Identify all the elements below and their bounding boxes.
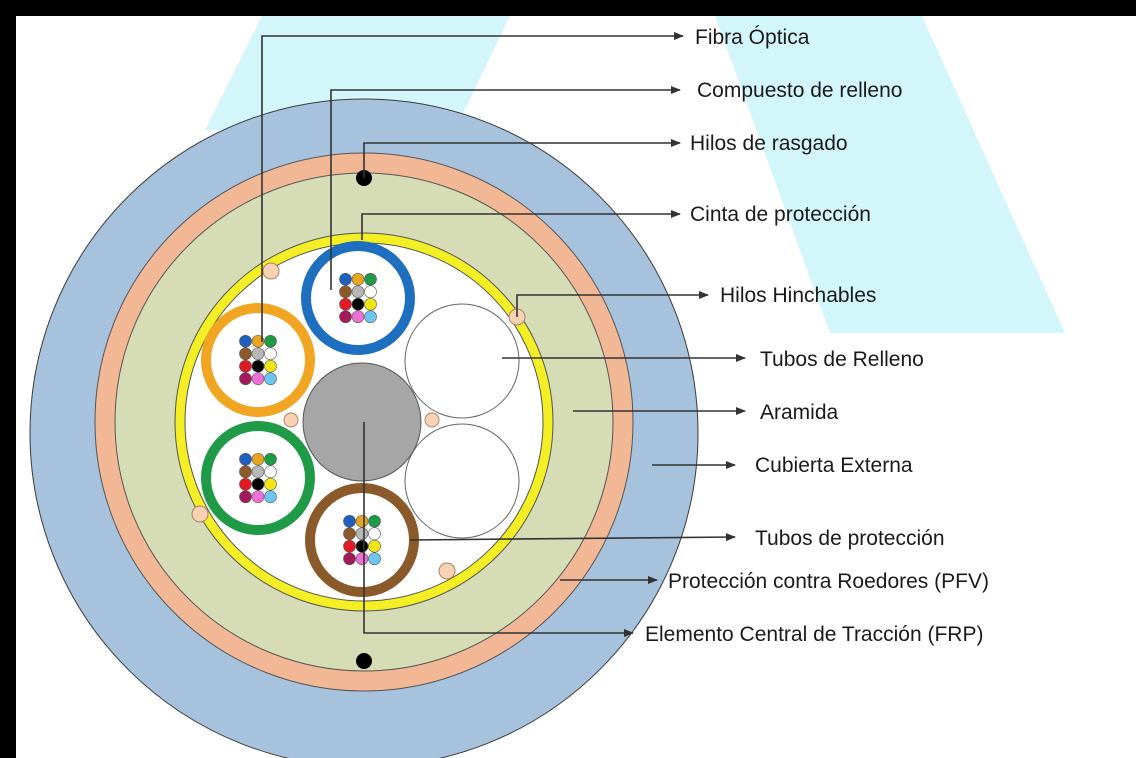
optical-fiber [264, 477, 277, 491]
leader-hilos-hinchables [516, 291, 709, 317]
optical-fiber [364, 285, 377, 299]
optical-fiber [339, 285, 352, 299]
label-elemento-central: Elemento Central de Tracción (FRP) [645, 623, 983, 646]
optical-fiber [264, 347, 277, 361]
optical-fiber [264, 452, 277, 466]
label-tubos-relleno: Tubos de Relleno [760, 348, 924, 371]
optical-fiber [239, 477, 252, 491]
optical-fiber [264, 372, 277, 386]
optical-fiber [343, 552, 356, 566]
optical-fiber [251, 490, 265, 504]
optical-fiber [368, 514, 381, 528]
swellable-yarn-5 [191, 505, 209, 523]
optical-fiber [239, 490, 252, 504]
loose-tube-blue [301, 241, 415, 355]
optical-fiber [339, 310, 352, 324]
leader-tubos-proteccion [409, 533, 736, 542]
background-band-right [715, 16, 1065, 333]
optical-fiber [351, 310, 365, 324]
leader-hilos-rasgado [363, 139, 681, 178]
optical-fiber [355, 539, 369, 553]
optical-fiber [351, 272, 365, 286]
frame-top [0, 0, 1136, 16]
filler-tube-2 [404, 423, 520, 539]
optical-fiber [239, 452, 252, 466]
optical-fiber [368, 552, 381, 566]
loose-tube-brown [305, 483, 419, 597]
optical-fiber [251, 477, 265, 491]
ripcord-bottom [356, 653, 372, 669]
optical-fiber [343, 539, 356, 553]
optical-fiber [343, 527, 356, 541]
label-cubierta-externa: Cubierta Externa [755, 454, 913, 477]
optical-fiber [364, 272, 377, 286]
label-tubos-proteccion: Tubos de protección [755, 527, 945, 550]
optical-fiber [364, 297, 377, 311]
optical-fiber [239, 347, 252, 361]
label-proteccion-roedores: Protección contra Roedores (PFV) [668, 570, 989, 593]
label-fibra-optica: Fibra Óptica [695, 26, 810, 49]
optical-fiber [264, 465, 277, 479]
optical-fiber [343, 514, 356, 528]
loose-tube-green [201, 421, 315, 535]
optical-fiber [339, 297, 352, 311]
optical-fiber [264, 490, 277, 504]
optical-fiber [251, 465, 265, 479]
optical-fiber [251, 452, 265, 466]
optical-fiber [339, 272, 352, 286]
filler-tube-1 [404, 303, 520, 419]
swellable-yarn-4 [424, 412, 440, 428]
optical-fiber [251, 334, 265, 348]
optical-fiber [355, 552, 369, 566]
optical-fiber [264, 359, 277, 373]
swellable-yarn-3 [283, 412, 299, 428]
label-aramida: Aramida [760, 401, 839, 424]
label-hilos-rasgado: Hilos de rasgado [690, 132, 848, 155]
background-band-left [205, 16, 510, 130]
fiber-bundle-blue [339, 272, 377, 324]
optical-fiber [239, 359, 252, 373]
fiber-bundle-orange [239, 334, 277, 386]
optical-fiber [355, 514, 369, 528]
optical-fiber [351, 285, 365, 299]
optical-fiber [239, 465, 252, 479]
optical-fiber [355, 527, 369, 541]
fiber-bundle-green [239, 452, 277, 504]
optical-fiber [251, 359, 265, 373]
frame-left [0, 0, 16, 758]
label-hilos-hinchables: Hilos Hinchables [720, 284, 876, 307]
optical-fiber [251, 347, 265, 361]
label-compuesto-relleno: Compuesto de relleno [697, 79, 902, 102]
optical-fiber [264, 334, 277, 348]
optical-fiber [368, 539, 381, 553]
leader-elemento-central [363, 422, 634, 637]
swellable-yarn-1 [262, 262, 280, 280]
leader-compuesto-relleno [330, 86, 681, 290]
optical-fiber [364, 310, 377, 324]
leader-fibra-optica [261, 32, 684, 342]
optical-fiber [239, 372, 252, 386]
leader-cinta-proteccion [361, 210, 681, 240]
fiber-bundle-brown [343, 514, 381, 566]
optical-fiber [239, 334, 252, 348]
optical-fiber [251, 372, 265, 386]
optical-fiber [351, 297, 365, 311]
label-cinta-proteccion: Cinta de protección [690, 203, 871, 226]
loose-tube-orange [201, 303, 315, 417]
central-strength-member [302, 362, 422, 482]
swellable-yarn-6 [438, 562, 456, 580]
optical-fiber [368, 527, 381, 541]
